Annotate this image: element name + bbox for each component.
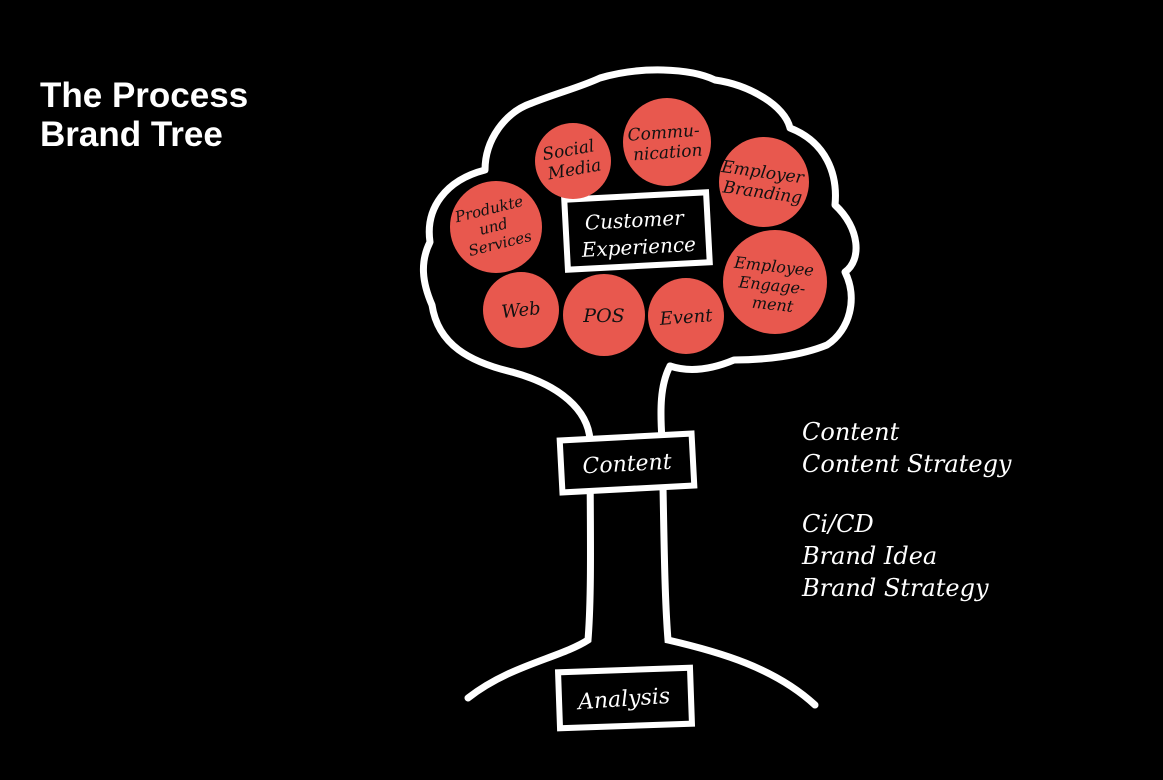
content-box: Content [556,430,698,496]
bubble-event-label: Event [658,305,714,330]
crown-label-line-1: Customer [584,205,685,234]
bubble-communication: Commu- nication [623,98,711,186]
title-line-2: Brand Tree [40,115,223,154]
note-content: Content [802,418,900,446]
bubble-produkte-und-services: Produkte und Services [450,181,542,273]
note-ci-cd: Ci/CD [802,510,874,538]
bubble-web-label: Web [500,298,541,323]
analysis-box: Analysis [554,664,696,732]
title-line-1: The Process [40,76,249,115]
notes-group-content: Content Content Strategy [802,416,1011,480]
customer-experience-box: Customer Experience [561,189,713,273]
note-brand-idea: Brand Idea [802,542,938,570]
svg-text:Commu- nication: Commu- nication [627,120,707,165]
bubble-pos: POS [563,274,645,356]
page-title: The Process Brand Tree [40,76,248,154]
bubble-communication-line-2: nication [632,141,703,166]
notes-group-brand: Ci/CD Brand Idea Brand Strategy [802,508,1011,604]
bubble-social-media: Social Media [535,123,611,199]
bubble-event: Event [648,278,724,354]
side-notes: Content Content Strategy Ci/CD Brand Ide… [802,416,1011,632]
bubble-pos-label: POS [582,305,624,327]
svg-text:Customer Experience: Customer Experience [579,205,697,262]
trunk-left-edge [464,368,594,702]
note-content-strategy: Content Strategy [802,450,1012,478]
bubble-web: Web [483,272,559,348]
trunk-label: Content [582,450,672,480]
tree-crown-outline [419,66,860,376]
bubble-employee-line-3: ment [751,293,795,316]
bubble-employer-branding: Employer Branding [719,137,809,227]
note-brand-strategy: Brand Strategy [802,574,989,602]
bubble-employee-engagement: Employee Engage- ment [723,230,827,334]
trunk-right-edge [657,362,819,709]
